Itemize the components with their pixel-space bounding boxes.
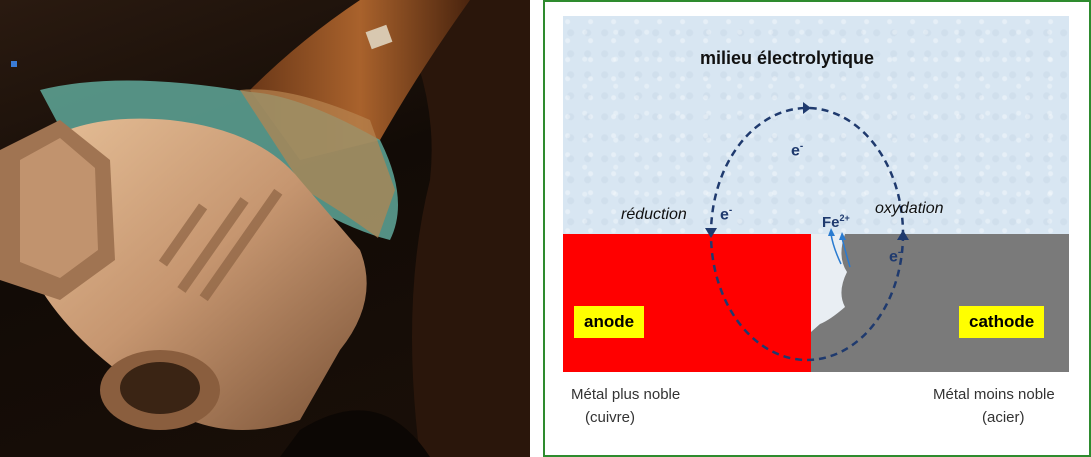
noble-metal-caption: Métal plus noble	[571, 384, 680, 406]
reduction-label: réduction	[621, 206, 687, 224]
cathode-label: cathode	[959, 306, 1044, 338]
electron-label-top: e-	[791, 141, 803, 160]
anode-metal-block	[563, 234, 811, 372]
valve-illustration	[0, 0, 530, 457]
noble-metal-subcaption: (cuivre)	[585, 407, 635, 429]
electron-label-right: e-	[889, 247, 901, 266]
electron-label-left: e-	[720, 205, 732, 224]
less-noble-metal-caption: Métal moins noble	[933, 384, 1055, 406]
electrolyte-label: milieu électrolytique	[700, 48, 874, 69]
iron-ion-label: Fe2+	[822, 213, 850, 231]
cathode-metal-block	[811, 234, 1069, 372]
less-noble-metal-subcaption: (acier)	[982, 407, 1025, 429]
anode-label: anode	[574, 306, 644, 338]
galvanic-corrosion-diagram: milieu électrolytique réduction oxydatio…	[543, 0, 1091, 457]
oxidation-label: oxydation	[875, 200, 944, 218]
corroded-valve-photo	[0, 0, 530, 457]
